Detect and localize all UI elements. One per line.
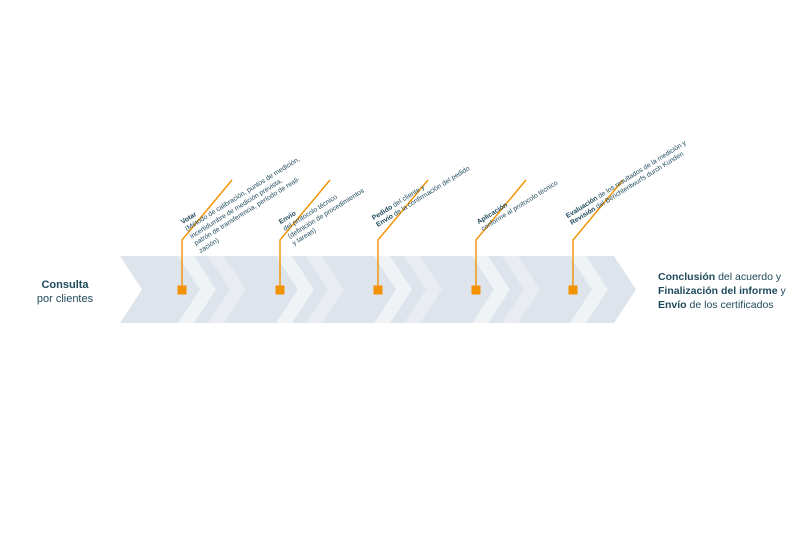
- start-label: Consulta por clientes: [20, 278, 110, 306]
- chevron-stripe: [306, 256, 344, 323]
- step-connectors: [177, 179, 624, 295]
- step-marker: [373, 285, 383, 295]
- end-line: Conclusión del acuerdo y: [658, 271, 782, 283]
- chevron-stripe: [570, 256, 608, 323]
- start-label-normal: por clientes: [36, 293, 94, 305]
- step-marker: [275, 285, 285, 295]
- chevron-stripe: [208, 256, 246, 323]
- step-connector-line: [377, 179, 429, 290]
- step-connector-line: [572, 179, 624, 290]
- chevron-stripe: [178, 256, 216, 323]
- chevron-stripe: [502, 256, 540, 323]
- end-line: Envío de los certificados: [658, 299, 774, 311]
- step-connector-line: [279, 179, 331, 290]
- chevron-stripe: [374, 256, 412, 323]
- chevron-stripe: [276, 256, 314, 323]
- chevron-stripe: [404, 256, 442, 323]
- step-marker: [568, 285, 578, 295]
- step-marker: [471, 285, 481, 295]
- step-connector-line: [475, 179, 527, 290]
- step-marker: [177, 285, 187, 295]
- step-connector-line: [181, 179, 233, 290]
- end-line: Finalización del informe y: [658, 285, 786, 297]
- end-label: Conclusión del acuerdo y Finalización de…: [658, 270, 798, 312]
- start-label-bold: Consulta: [41, 279, 89, 291]
- chevron-stripe: [472, 256, 510, 323]
